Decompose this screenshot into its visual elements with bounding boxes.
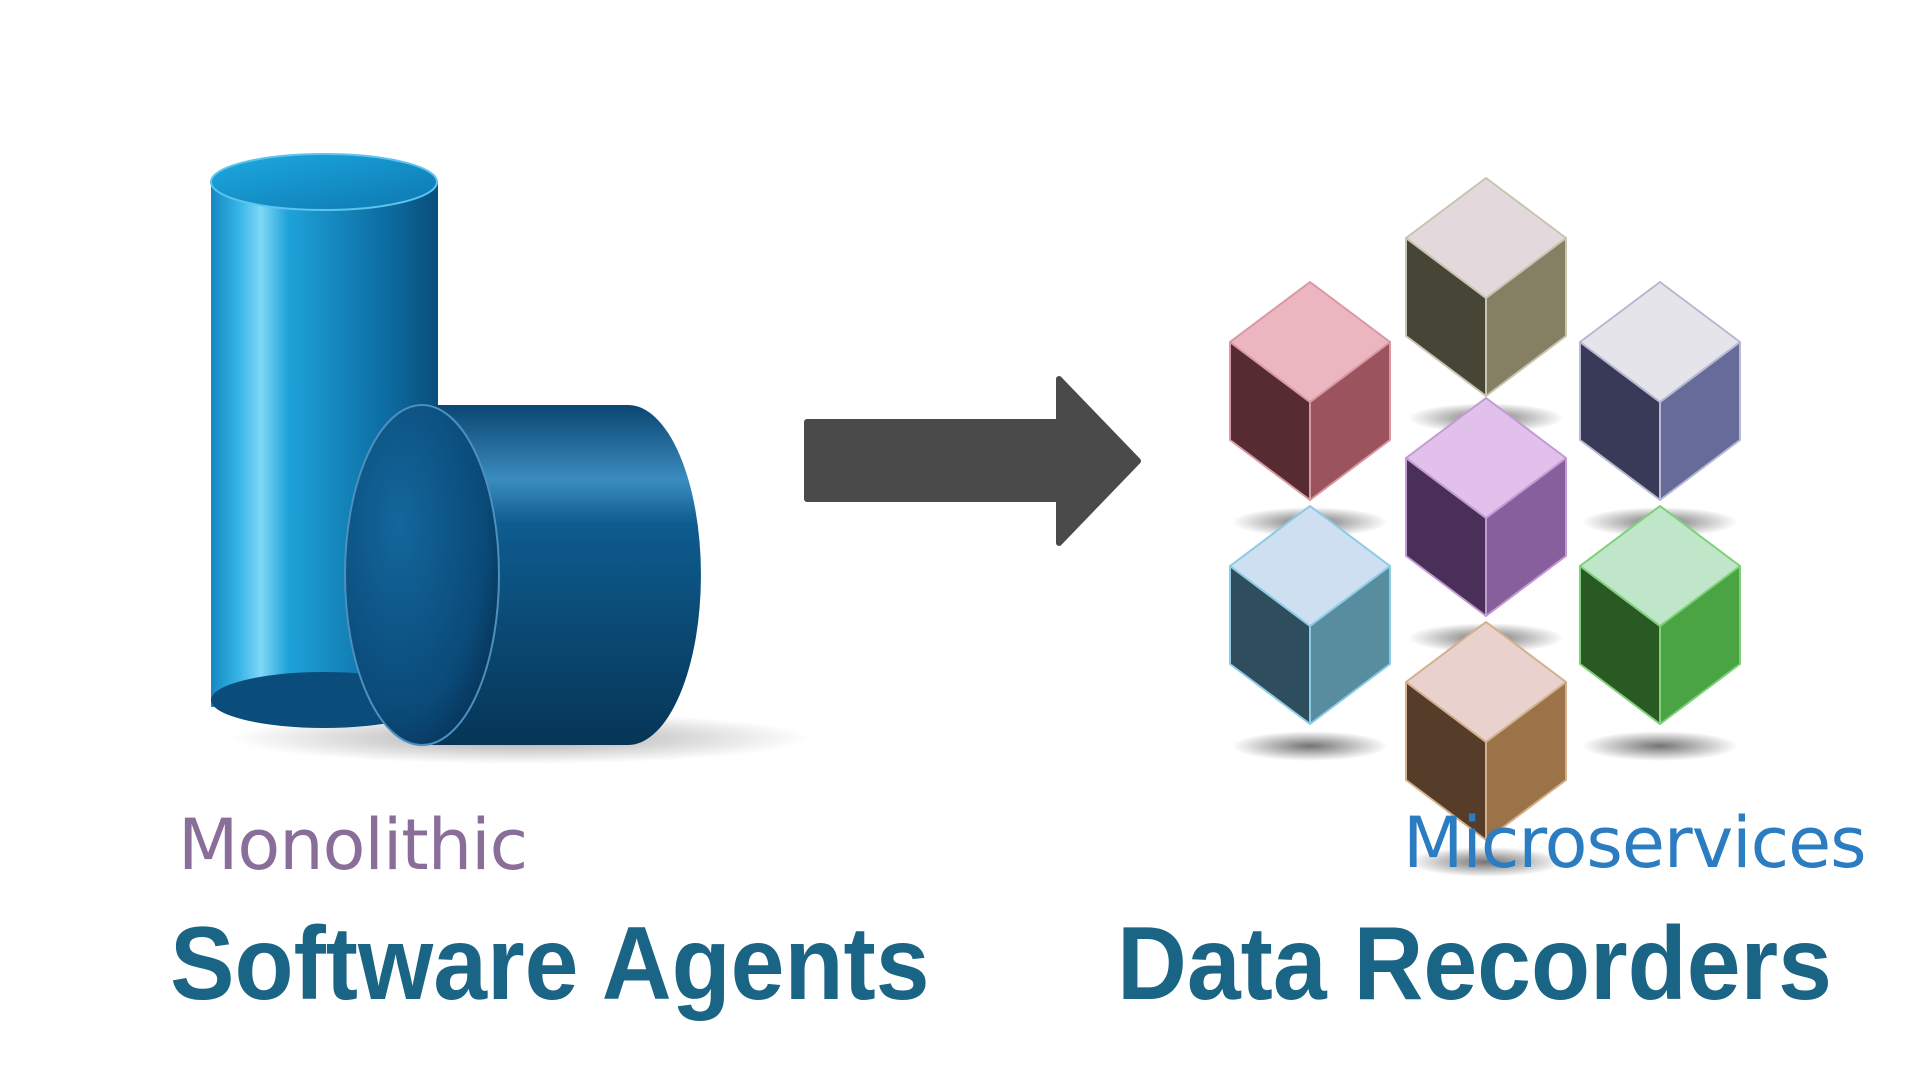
arrow-right-icon (804, 376, 1141, 546)
data-recorders-title: Data Recorders (1117, 906, 1832, 1022)
cube-top-face (1405, 621, 1567, 743)
monolithic-label: Monolithic (178, 804, 528, 886)
cube-brown (1405, 621, 1567, 877)
microservices-label: Microservices (1403, 802, 1867, 884)
cube-shadow (1232, 731, 1388, 761)
cube-top-face (1229, 281, 1391, 403)
monolith-icon (210, 153, 810, 764)
cube-green (1579, 505, 1741, 761)
cube-rose (1229, 281, 1391, 537)
software-agents-title: Software Agents (170, 906, 930, 1022)
tall-cylinder-top (210, 153, 438, 211)
cube-purple (1405, 397, 1567, 653)
cube-top-face (1229, 505, 1391, 627)
lying-cylinder-face (344, 404, 500, 746)
microservices-icon (1229, 177, 1741, 877)
cube-top-face (1579, 281, 1741, 403)
cube-white (1579, 281, 1741, 537)
cube-top-face (1405, 177, 1567, 299)
cube-shadow (1582, 731, 1738, 761)
cube-top-face (1405, 397, 1567, 519)
cube-blue (1229, 505, 1391, 761)
lying-cylinder-body (422, 405, 701, 745)
cube-gray (1405, 177, 1567, 433)
cube-shadow (1408, 847, 1564, 877)
cube-top-face (1579, 505, 1741, 627)
